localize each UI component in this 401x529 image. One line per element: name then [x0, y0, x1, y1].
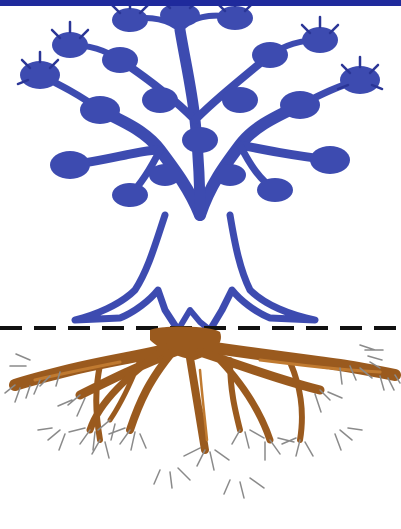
- tree-crown: [18, 0, 382, 215]
- tree-trunk: [75, 215, 315, 330]
- major-roots: [15, 345, 395, 450]
- root-system: [5, 326, 400, 498]
- top-accent-bar: [0, 0, 401, 6]
